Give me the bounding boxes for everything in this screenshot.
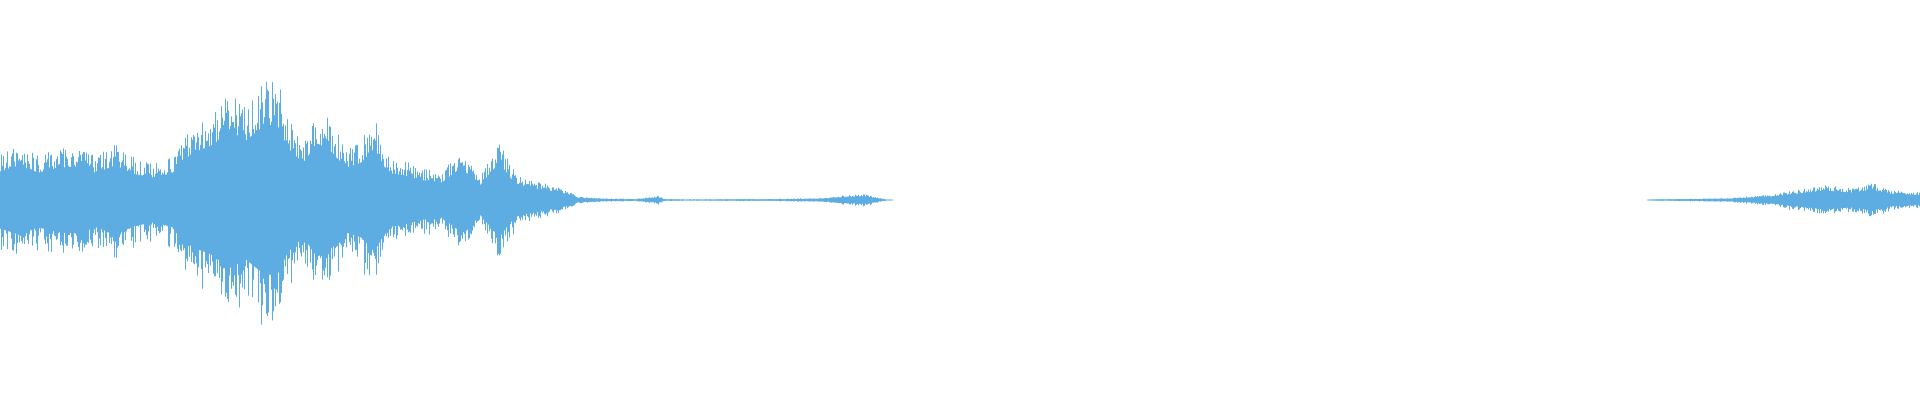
waveform-body <box>0 123 1920 277</box>
